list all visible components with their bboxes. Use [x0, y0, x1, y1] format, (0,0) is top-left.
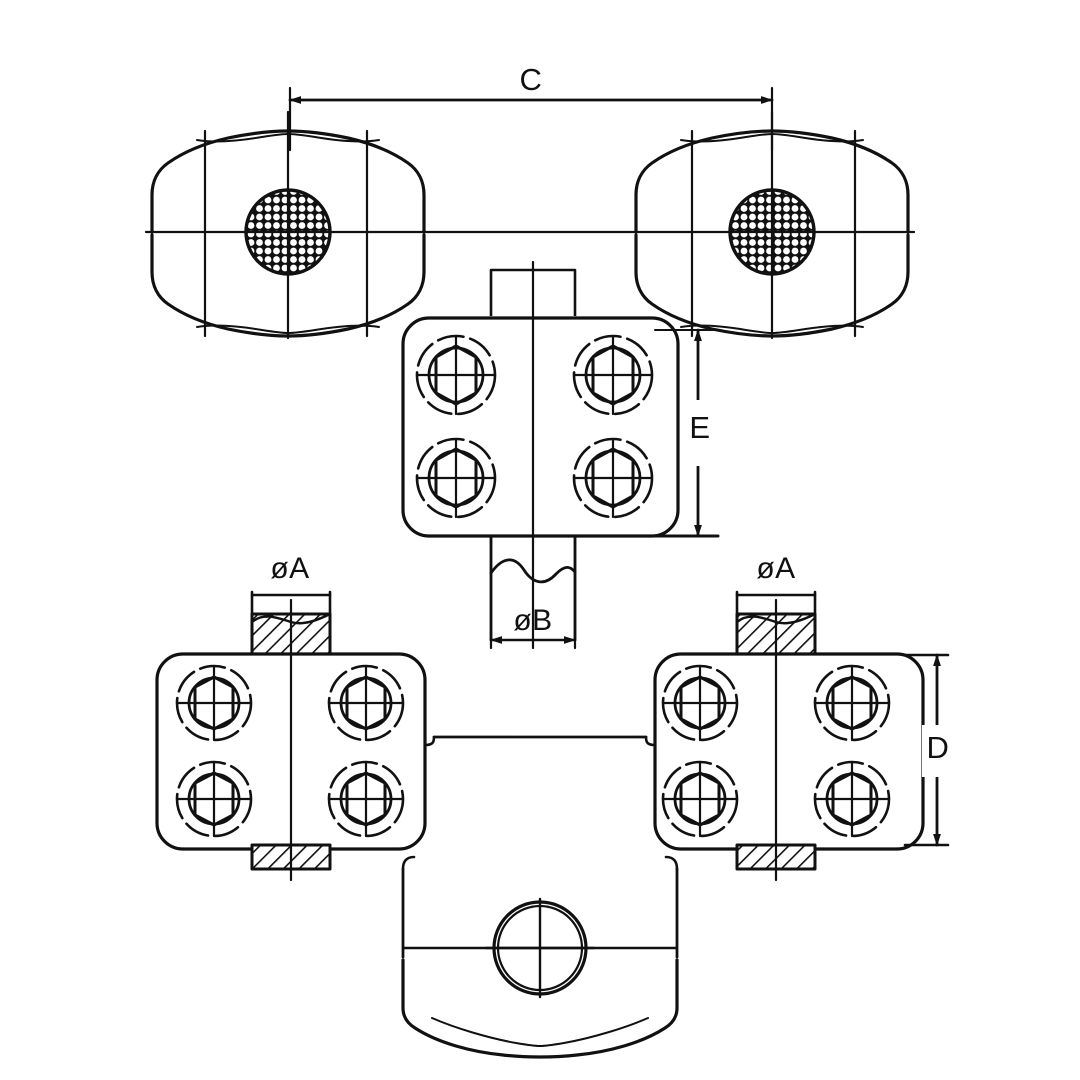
clamp-body-top-outline: [401, 316, 680, 538]
break-line-wavy: [489, 558, 577, 584]
wing-right-upper-relief-a: [680, 133, 773, 143]
wing-left-lower-relief-a: [196, 324, 289, 334]
dimension-D: [903, 653, 954, 847]
wing-right-lower-relief-a: [680, 324, 773, 334]
centerlines-vertical-bottom-view: [289, 598, 778, 882]
dim-E-label-bg: [680, 400, 716, 466]
dim-label-E: E: [689, 410, 710, 445]
bolt-kr-top-right: [813, 664, 891, 742]
tongue-relief-right: [539, 1017, 649, 1047]
centerlines-vertical-top-view: [203, 110, 857, 650]
wing-left-lower-relief-b: [287, 324, 380, 334]
wing-right-lower-relief-b: [771, 324, 864, 334]
tongue-upper-left-fillet: [401, 855, 416, 871]
keeper-plate-right: [653, 612, 925, 871]
wing-left-upper-relief-a: [196, 133, 289, 143]
dimension-E: [608, 328, 720, 538]
dim-label-D: D: [927, 730, 950, 765]
web-right-fillet: [644, 735, 657, 747]
connecting-web: [423, 735, 657, 747]
bolt-bottom-right: [572, 437, 654, 519]
tongue-upper-right-fillet: [664, 855, 679, 871]
tongue-relief-left: [431, 1017, 541, 1047]
tongue-lower-outline: [401, 958, 679, 1059]
bolt-kr-bottom-right: [813, 760, 891, 838]
bolt-kr-top-left: [661, 664, 739, 742]
bolt-kl-top-left: [175, 664, 253, 742]
bolt-bottom-left: [415, 437, 497, 519]
dim-label-C: C: [520, 62, 543, 97]
wing-left-upper-relief-b: [287, 133, 380, 143]
bottom-view: [155, 590, 954, 1059]
dimension-labels: C E D øA øA øB: [270, 62, 949, 765]
dim-D-label-bg: [922, 725, 954, 777]
bolt-top-right: [572, 334, 654, 416]
dim-label-oA-left: øA: [270, 552, 309, 585]
clamp-body-top: [401, 316, 680, 538]
bolt-kl-top-right: [327, 664, 405, 742]
bolt-kr-bottom-left: [661, 760, 739, 838]
dim-label-oB: øB: [513, 604, 552, 637]
wing-right-upper-relief-b: [771, 133, 864, 143]
dim-label-oA-right: øA: [756, 552, 795, 585]
bolt-kl-bottom-left: [175, 760, 253, 838]
bolt-kl-bottom-right: [327, 760, 405, 838]
bolt-top-left: [415, 334, 497, 416]
top-view: [144, 86, 916, 650]
